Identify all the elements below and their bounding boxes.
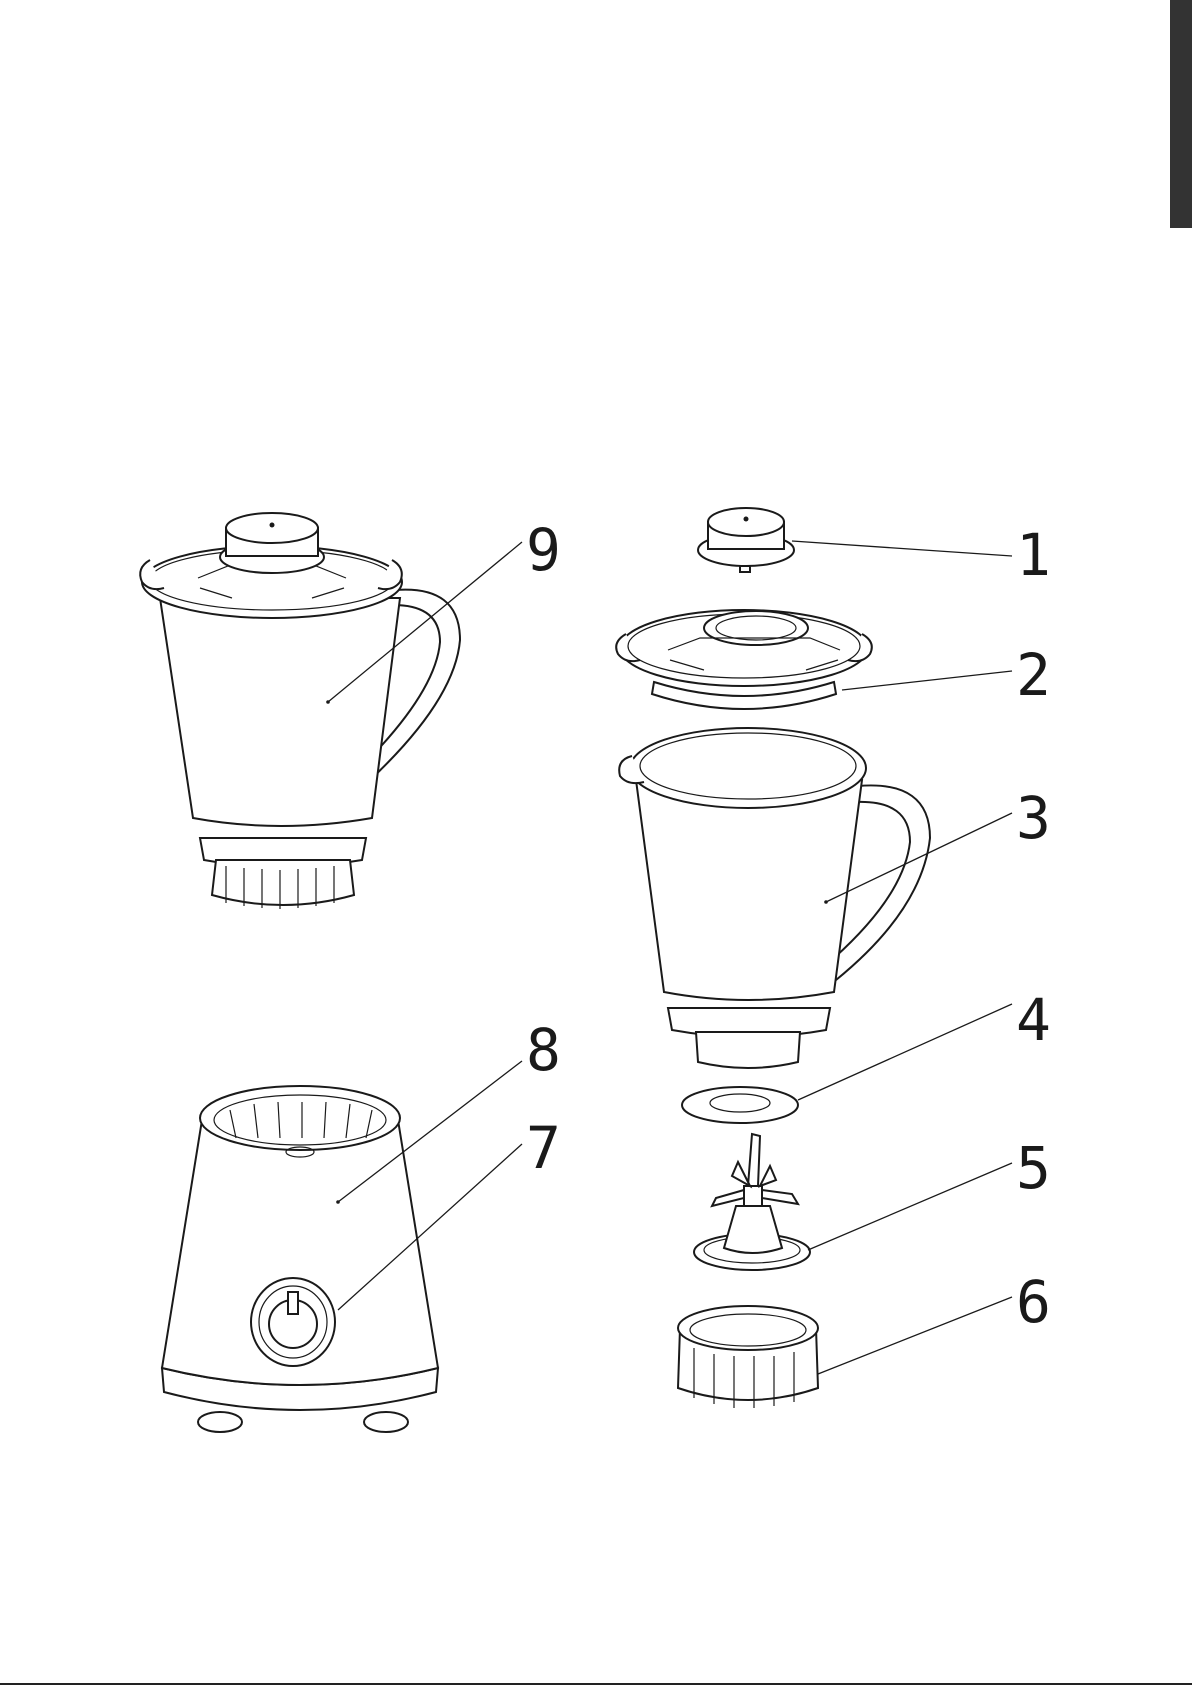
part-number-6: 6	[1016, 1268, 1051, 1336]
part-number-5: 5	[1016, 1134, 1051, 1202]
part-number-9: 9	[526, 516, 561, 584]
part-seal-ring	[682, 1087, 798, 1123]
part-number-3: 3	[1016, 784, 1051, 852]
assembled-jug	[140, 513, 460, 909]
part-number-4: 4	[1016, 986, 1051, 1054]
part-lid	[616, 610, 872, 709]
motor-base	[162, 1086, 438, 1432]
part-number-8: 8	[526, 1016, 561, 1084]
part-number-2: 2	[1016, 641, 1051, 709]
part-number-7: 7	[526, 1114, 561, 1182]
part-jug	[619, 728, 930, 1068]
part-base-collar	[678, 1306, 818, 1408]
part-blade-unit	[694, 1134, 810, 1270]
edge-tab	[1170, 0, 1192, 228]
part-measuring-cap	[698, 508, 794, 572]
part-number-1: 1	[1016, 521, 1051, 589]
